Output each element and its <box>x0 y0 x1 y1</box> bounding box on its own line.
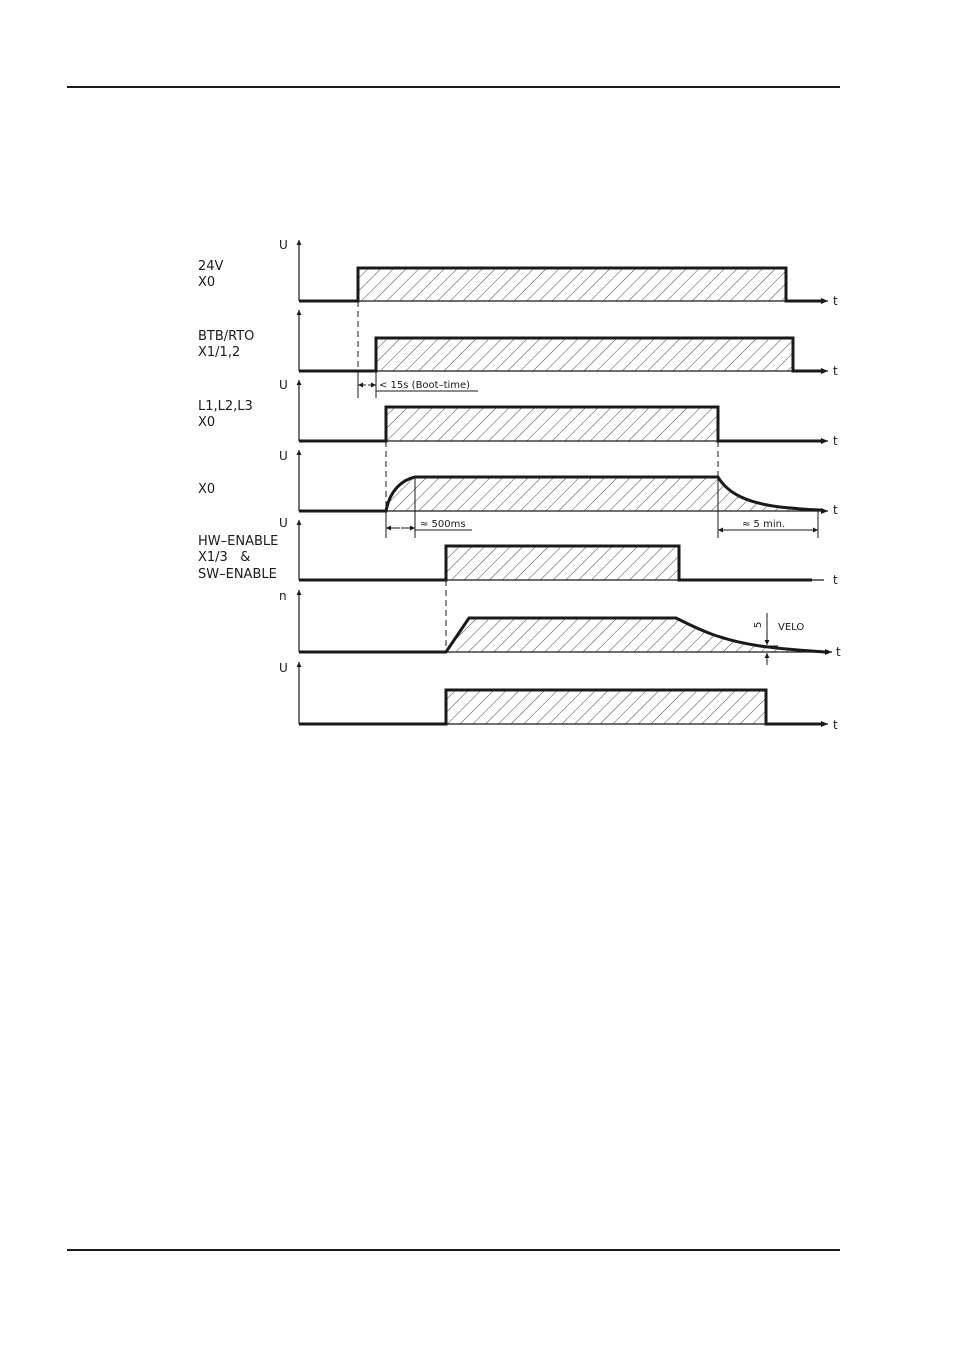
pulse-waveform <box>299 266 822 303</box>
header-rule <box>67 86 840 88</box>
signal-label-line-2: X0 <box>198 275 215 290</box>
signal-label-line-1: 24V <box>198 259 224 274</box>
pulse-hatch <box>446 690 766 724</box>
pulse-waveform <box>299 405 822 443</box>
y-axis-label: U <box>279 238 288 252</box>
y-axis-label: U <box>279 378 288 392</box>
charge-waveform <box>299 475 823 513</box>
signal-label-line-2: X1/1,2 <box>198 345 240 360</box>
pulse-hatch <box>386 407 718 441</box>
boot-time-annotation: < 15s (Boot–time) <box>379 380 470 391</box>
pulse-waveform <box>299 544 812 582</box>
signal-brake: U t <box>279 661 838 732</box>
charge-hatch <box>386 477 822 511</box>
pulse-waveform <box>299 688 822 726</box>
signal-24v: U t 24V X0 <box>198 238 838 308</box>
signal-label-line-1: HW–ENABLE <box>198 534 278 549</box>
pulse-waveform <box>299 336 822 373</box>
speed-hatch <box>446 618 826 652</box>
pulse-hatch <box>358 268 786 301</box>
signal-label-line-1: L1,L2,L3 <box>198 399 253 414</box>
pulse-hatch <box>376 338 793 371</box>
speed-waveform <box>299 616 827 654</box>
signal-btb-rto: t BTB/RTO X1/1,2 < 15s (Boot–time) <box>198 310 838 398</box>
y-axis-label: n <box>279 589 287 603</box>
time-axis-label: t <box>833 573 838 587</box>
footer-rule <box>67 1249 840 1251</box>
signal-label-line-2: X0 <box>198 415 215 430</box>
charge-time-annotation: ≈ 500ms <box>420 519 466 530</box>
time-axis-label: t <box>833 434 838 448</box>
time-axis-label: t <box>833 718 838 732</box>
velo-label: VELO <box>778 622 804 633</box>
pulse-hatch <box>446 546 679 580</box>
signal-label-line-3: SW–ENABLE <box>198 567 277 582</box>
signal-label-line-1: BTB/RTO <box>198 329 254 344</box>
signal-speed: n t 5 VELO <box>279 589 841 665</box>
y-axis-label: U <box>279 449 288 463</box>
reference-lines <box>357 301 719 652</box>
discharge-time-annotation: ≈ 5 min. <box>742 519 785 530</box>
signal-enable: U t HW–ENABLE X1/3 & SW–ENABLE <box>198 516 838 587</box>
signal-label-line-1: X0 <box>198 482 215 497</box>
y-axis-label: U <box>279 661 288 675</box>
signal-label-line-2: X1/3 & <box>198 550 250 565</box>
signal-dc-bus: U t X0 ≈ 500ms ≈ 5 min. <box>198 449 838 538</box>
velo-value: 5 <box>753 622 764 628</box>
y-axis-label: U <box>279 516 288 530</box>
time-axis-label: t <box>836 645 841 659</box>
time-axis-label: t <box>833 364 838 378</box>
signal-l1-l2-l3: U t L1,L2,L3 X0 <box>198 378 838 448</box>
time-axis-label: t <box>833 503 838 517</box>
time-axis-label: t <box>833 294 838 308</box>
